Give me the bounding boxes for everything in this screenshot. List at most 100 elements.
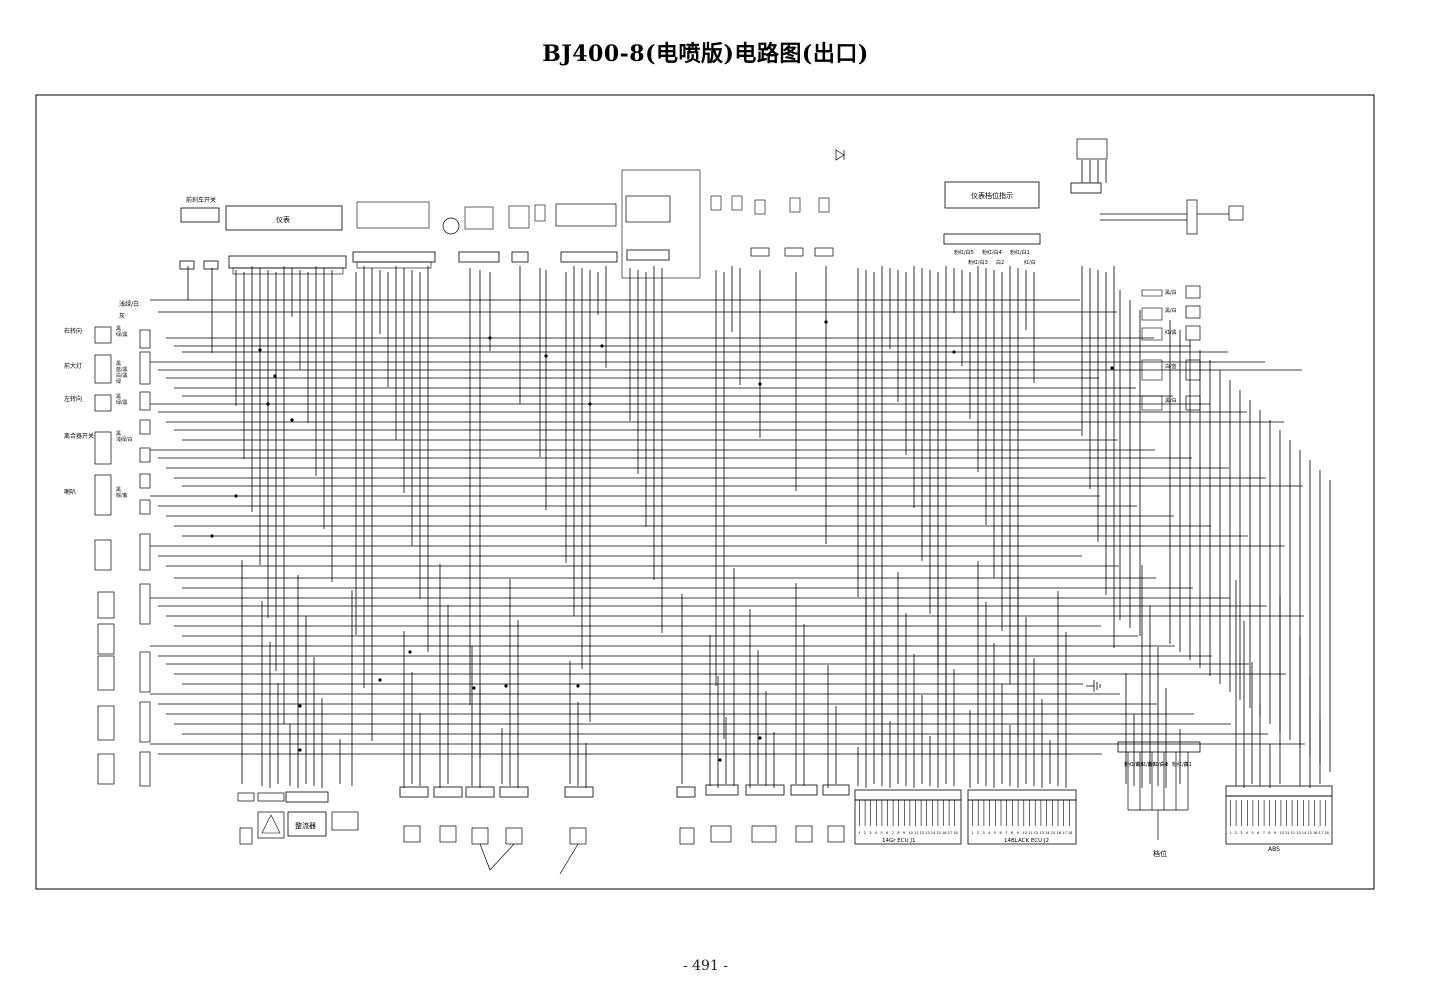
left-handlebar-switch: [555, 203, 618, 263]
left-wire-label: 黑: [116, 487, 121, 493]
pin-number: 6: [1000, 831, 1003, 835]
gear-wire-label: 灰: [1184, 761, 1189, 768]
pin-number: 3: [982, 831, 984, 835]
pin-number: 15: [936, 831, 941, 835]
left-component-label: 喇叭: [64, 488, 76, 496]
pin-number: 12: [1034, 831, 1039, 835]
pin-number: 9: [1017, 831, 1020, 835]
pin-number: 3: [869, 831, 871, 835]
left-wire-label: 绿/黑: [116, 331, 128, 338]
junction-dot: [290, 418, 294, 422]
pin-number: 16: [1057, 831, 1062, 835]
left-wire-label: 黑: [116, 361, 121, 367]
front-brake-switch: 前刹车开关: [179, 196, 220, 270]
right-components: [1141, 285, 1201, 411]
ground-wire-label: 灰: [119, 312, 125, 320]
pin-number: 18: [1324, 831, 1329, 835]
ecu-j2-label: 14BLACK ECU J2: [1004, 838, 1049, 844]
right-wire-label: 黑/白: [1165, 397, 1177, 404]
left-connector: [139, 447, 151, 463]
gear-wire-label: 粉红/白5: [1124, 761, 1144, 768]
junction-dot: [266, 402, 270, 406]
pin-number: 2: [977, 831, 979, 835]
indicator-wire-label: 粉红/白5: [954, 249, 974, 256]
pin-number: 13: [925, 831, 930, 835]
right-handlebar-switch: [621, 169, 701, 279]
junction-dots: [210, 320, 1114, 762]
pin-number: 7: [892, 831, 894, 835]
rear-brake-wire-label: 浅绿/白: [119, 300, 139, 308]
pin-number: 1: [858, 831, 860, 835]
pin-number: 9: [903, 831, 906, 835]
pin-number: 10: [1279, 831, 1284, 835]
ground-symbol: [1086, 680, 1101, 692]
pin-number: 7: [1263, 831, 1265, 835]
diagram-frame: [35, 94, 1375, 890]
pin-number: 16: [942, 831, 947, 835]
pin-number: 17: [948, 831, 953, 835]
bottom-components: 整流器 14Gr ECU J1 14BLACK ECU J2: [237, 741, 1333, 875]
indicator-wire-label: 粉红/白4: [982, 249, 1002, 256]
diode: [835, 149, 845, 161]
junction-dot: [952, 350, 956, 354]
pin-number: 12: [1291, 831, 1296, 835]
left-wire-label: 蓝/黑: [116, 366, 128, 373]
left-wire-label: 棕/紫: [116, 492, 128, 499]
pin-number: 13: [1039, 831, 1044, 835]
junction-dot: [758, 382, 762, 386]
gear-position-label: 档位: [1153, 849, 1167, 858]
indicator-wire-label: 红/白: [1024, 259, 1036, 266]
pin-number: 10: [908, 831, 913, 835]
left-connector: [139, 583, 151, 625]
left-wire-label: 浅绿/白: [116, 436, 133, 443]
junction-dot: [378, 678, 382, 682]
instrument-label: 仪表: [276, 215, 290, 224]
left-component-label: 离合器开关: [64, 432, 94, 440]
left-wire-label: 黑: [116, 394, 121, 400]
pin-number: 18: [1068, 831, 1073, 835]
pin-number: 9: [1274, 831, 1277, 835]
starter-relay: [442, 206, 500, 263]
page-title: BJ400-8(电喷版)电路图(出口): [542, 41, 869, 67]
pin-number: 7: [1005, 831, 1007, 835]
junction-dot: [258, 348, 262, 352]
junction-dot: [298, 748, 302, 752]
pin-number: 3: [1240, 831, 1242, 835]
left-wire-label: 绿/黑: [116, 399, 128, 406]
junction-dot: [758, 736, 762, 740]
pin-number: 12: [920, 831, 925, 835]
instrument-cluster: 仪表: [225, 205, 347, 275]
pin-number: 4: [988, 831, 991, 835]
pin-number: 17: [1062, 831, 1067, 835]
pin-number: 10: [1022, 831, 1027, 835]
left-wire-label: 绿: [116, 378, 121, 385]
pin-number: 4: [875, 831, 878, 835]
junction-dot: [273, 374, 277, 378]
junction-dot: [576, 684, 580, 688]
wire-bus: [150, 160, 1331, 788]
left-connector: [139, 351, 151, 385]
speed-sensor: [1070, 138, 1244, 235]
junction-dot: [588, 402, 592, 406]
indicator-wire-label: 粉红/白3: [968, 259, 988, 266]
junction-dot: [1110, 366, 1114, 370]
rectifier-label: 整流器: [295, 821, 316, 830]
gear-indicator-label: 仪表档位指示: [971, 191, 1013, 200]
junction-dot: [488, 336, 492, 340]
left-components: [94, 326, 115, 785]
right-wire-label: 红/黑: [1165, 329, 1177, 336]
fuse-block: [508, 204, 546, 263]
pin-number: 14: [931, 831, 936, 835]
indicator-lamps: [710, 195, 834, 257]
junction-dot: [234, 494, 238, 498]
pin-number: 11: [914, 831, 919, 835]
junction-dot: [210, 534, 214, 538]
pin-number: 15: [1051, 831, 1056, 835]
ecu-j1-label: 14Gr ECU J1: [882, 838, 915, 844]
front-brake-switch-label: 前刹车开关: [186, 196, 216, 204]
left-connector: [139, 499, 151, 515]
indicator-wire-label: 白2: [996, 259, 1004, 266]
pin-number: 8: [1268, 831, 1271, 835]
left-connector: [139, 329, 151, 349]
